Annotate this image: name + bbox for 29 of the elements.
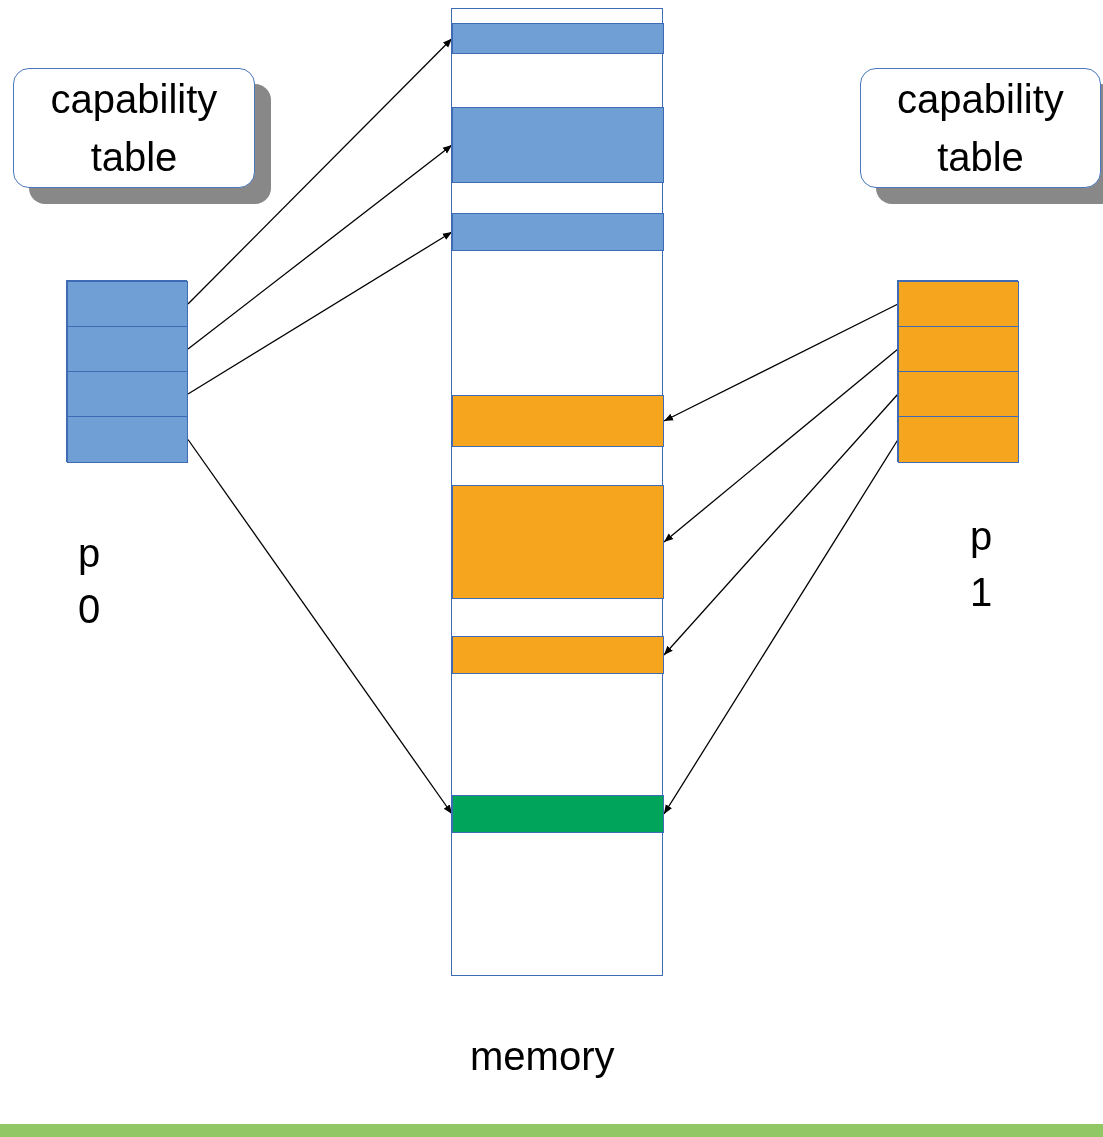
- arrow: [663, 393, 899, 656]
- capability-entry: [67, 416, 188, 463]
- capability-entry: [898, 326, 1019, 372]
- caption-label: memory: [470, 1033, 616, 1080]
- arrow: [187, 144, 453, 350]
- memory-segment: [452, 23, 664, 54]
- memory-column: [451, 8, 663, 976]
- capability-list: [66, 280, 187, 462]
- capability-entry: [67, 371, 188, 417]
- memory-segment: [452, 395, 664, 447]
- capability-entry: [898, 371, 1019, 417]
- arrow: [663, 348, 899, 543]
- shared-memory-segment: [452, 795, 664, 833]
- capability-entry: [67, 326, 188, 372]
- capability-entry: [898, 281, 1019, 327]
- memory-segment: [452, 213, 664, 251]
- capability-entry: [898, 416, 1019, 463]
- memory-segment: [452, 107, 664, 183]
- arrow: [187, 438, 453, 815]
- memory-segment: [452, 485, 664, 599]
- arrow: [187, 37, 453, 305]
- arrow: [663, 438, 899, 815]
- caption-label: p0: [78, 530, 102, 633]
- arrow: [187, 231, 453, 395]
- capability-entry: [67, 281, 188, 327]
- caption-label: p1: [970, 513, 994, 616]
- arrow: [663, 303, 899, 422]
- memory-segment: [452, 636, 664, 674]
- capability-list: [897, 280, 1018, 462]
